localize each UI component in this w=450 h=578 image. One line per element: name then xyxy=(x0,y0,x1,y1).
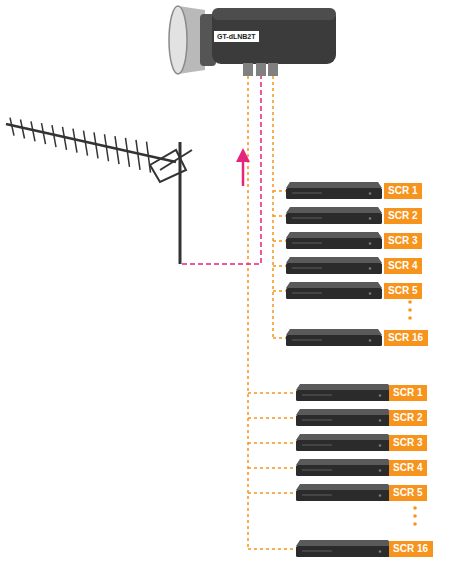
scr-label: SCR 4 xyxy=(393,462,422,473)
antenna-cable xyxy=(182,76,261,264)
scr-badge: SCR 1 xyxy=(384,183,422,199)
scr-badge: SCR 4 xyxy=(384,258,422,274)
scr-label: SCR 2 xyxy=(393,412,422,423)
scr-label: SCR 2 xyxy=(388,210,417,221)
scr-badge: SCR 5 xyxy=(389,485,427,501)
scr-label: SCR 16 xyxy=(393,543,428,554)
scr-badge: SCR 3 xyxy=(389,435,427,451)
scr-badge: SCR 1 xyxy=(389,385,427,401)
scr-label: SCR 1 xyxy=(393,387,422,398)
scr-badge: SCR 5 xyxy=(384,283,422,299)
scr-label: SCR 16 xyxy=(388,332,423,343)
scr-badge: SCR 3 xyxy=(384,233,422,249)
scr-badge: SCR 16 xyxy=(384,330,428,346)
scr-label: SCR 1 xyxy=(388,185,417,196)
scr-label: SCR 3 xyxy=(388,235,417,246)
scr-badge: SCR 2 xyxy=(384,208,422,224)
scr-badge: SCR 2 xyxy=(389,410,427,426)
antenna xyxy=(6,118,192,264)
scr-label: SCR 3 xyxy=(393,437,422,448)
scr-label: SCR 5 xyxy=(393,487,422,498)
receivers xyxy=(286,182,392,557)
signal-arrow xyxy=(236,148,250,186)
scr-label: SCR 4 xyxy=(388,260,417,271)
scr-badge: SCR 16 xyxy=(389,541,433,557)
model-label: GT-dLNB2T xyxy=(214,31,259,42)
lnb xyxy=(169,6,336,76)
scr-label: SCR 5 xyxy=(388,285,417,296)
cable xyxy=(248,76,296,549)
scr-badge: SCR 4 xyxy=(389,460,427,476)
